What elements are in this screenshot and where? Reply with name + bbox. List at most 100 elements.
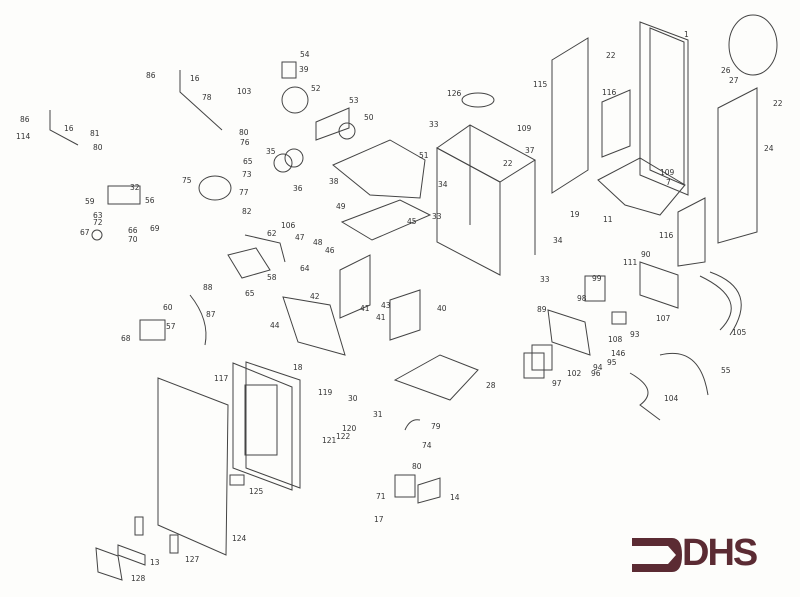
callout: 18	[293, 363, 303, 372]
chassis-frame	[639, 21, 689, 196]
callout: 69	[150, 224, 160, 233]
callout: 117	[214, 374, 229, 383]
cable-105	[699, 275, 732, 331]
callout: 22	[606, 51, 616, 60]
callout: 22	[503, 159, 513, 168]
callout: 34	[438, 180, 448, 189]
callout: 47	[295, 233, 305, 242]
callout: 33	[429, 120, 439, 129]
callout: 68	[121, 334, 131, 343]
fan	[281, 86, 309, 114]
callout: 16	[190, 74, 200, 83]
callout: 116	[602, 88, 617, 97]
callout: 115	[533, 80, 548, 89]
callout: 38	[329, 177, 339, 186]
callout: 104	[664, 394, 679, 403]
callout: 50	[364, 113, 374, 122]
callout: 121	[322, 436, 337, 445]
frame-18	[245, 361, 301, 489]
callout: 40	[437, 304, 447, 313]
callout: 96	[591, 369, 601, 378]
callout: 81	[90, 129, 100, 138]
callout: 107	[656, 314, 671, 323]
callout: 95	[607, 358, 617, 367]
callout: 55	[721, 366, 731, 375]
callout: 120	[342, 424, 357, 433]
callout: 51	[419, 151, 429, 160]
callout: 7	[666, 178, 671, 187]
callout: 74	[422, 441, 432, 450]
callout: 34	[553, 236, 563, 245]
callout: 33	[432, 212, 442, 221]
insulation-116-bottom	[677, 197, 706, 267]
callout: 97	[552, 379, 562, 388]
callout: 73	[242, 170, 252, 179]
hydraulic-group	[107, 185, 141, 205]
callout: 44	[270, 321, 280, 330]
callout: 41	[376, 313, 386, 322]
callout: 35	[266, 147, 276, 156]
callout: 98	[577, 294, 587, 303]
callout: 119	[318, 388, 333, 397]
callout: 116	[659, 231, 674, 240]
callout: 57	[166, 322, 176, 331]
callout: 36	[293, 184, 303, 193]
callout: 126	[447, 89, 462, 98]
callout: 14	[450, 493, 460, 502]
callout: 13	[150, 558, 160, 567]
callout: 90	[641, 250, 651, 259]
callout: 108	[608, 335, 623, 344]
callout: 65	[243, 157, 253, 166]
callout: 109	[517, 124, 532, 133]
callout: 59	[85, 197, 95, 206]
callout: 60	[163, 303, 173, 312]
callout: 56	[145, 196, 155, 205]
callout: 102	[567, 369, 582, 378]
callout: 88	[203, 283, 213, 292]
callout: 89	[537, 305, 547, 314]
flue-hood	[332, 139, 426, 199]
plate-exchanger	[227, 247, 271, 279]
callout: 1	[684, 30, 689, 39]
chamber-box	[436, 147, 501, 276]
gas-pipe	[404, 419, 421, 431]
callout: 32	[130, 183, 140, 192]
callout: 41	[360, 304, 370, 313]
arrow-mark	[632, 538, 682, 572]
dhs-logo-text: DHS	[682, 532, 758, 574]
callout: 103	[237, 87, 252, 96]
callout: 109	[660, 168, 675, 177]
expansion-vessel	[728, 14, 778, 76]
side-insulation-41	[339, 254, 371, 319]
callout: 79	[431, 422, 441, 431]
heat-exchanger	[340, 199, 432, 241]
pipe-78	[179, 70, 223, 131]
callout: 80	[93, 143, 103, 152]
callout: 128	[131, 574, 146, 583]
callout: 146	[611, 349, 626, 358]
side-panel-115	[551, 37, 589, 194]
flexible-pipe	[189, 294, 207, 346]
callout: 30	[348, 394, 358, 403]
base-tray	[597, 157, 686, 216]
callout: 19	[570, 210, 580, 219]
callout: 54	[300, 50, 310, 59]
side-panel-24	[717, 87, 758, 244]
callout: 93	[630, 330, 640, 339]
callout: 122	[336, 432, 351, 441]
front-case-124	[157, 377, 229, 556]
callout: 22	[773, 99, 783, 108]
callout: 26	[721, 66, 731, 75]
callout: 24	[764, 144, 774, 153]
callout: 28	[486, 381, 496, 390]
callout: 72	[93, 218, 103, 227]
callout: 80	[239, 128, 249, 137]
cable-55	[659, 352, 709, 396]
callout: 71	[376, 492, 386, 501]
callout: 105	[732, 328, 747, 337]
callout: 127	[185, 555, 200, 564]
callout: 65	[245, 289, 255, 298]
chamber-top	[436, 124, 536, 183]
callout: 49	[336, 202, 346, 211]
